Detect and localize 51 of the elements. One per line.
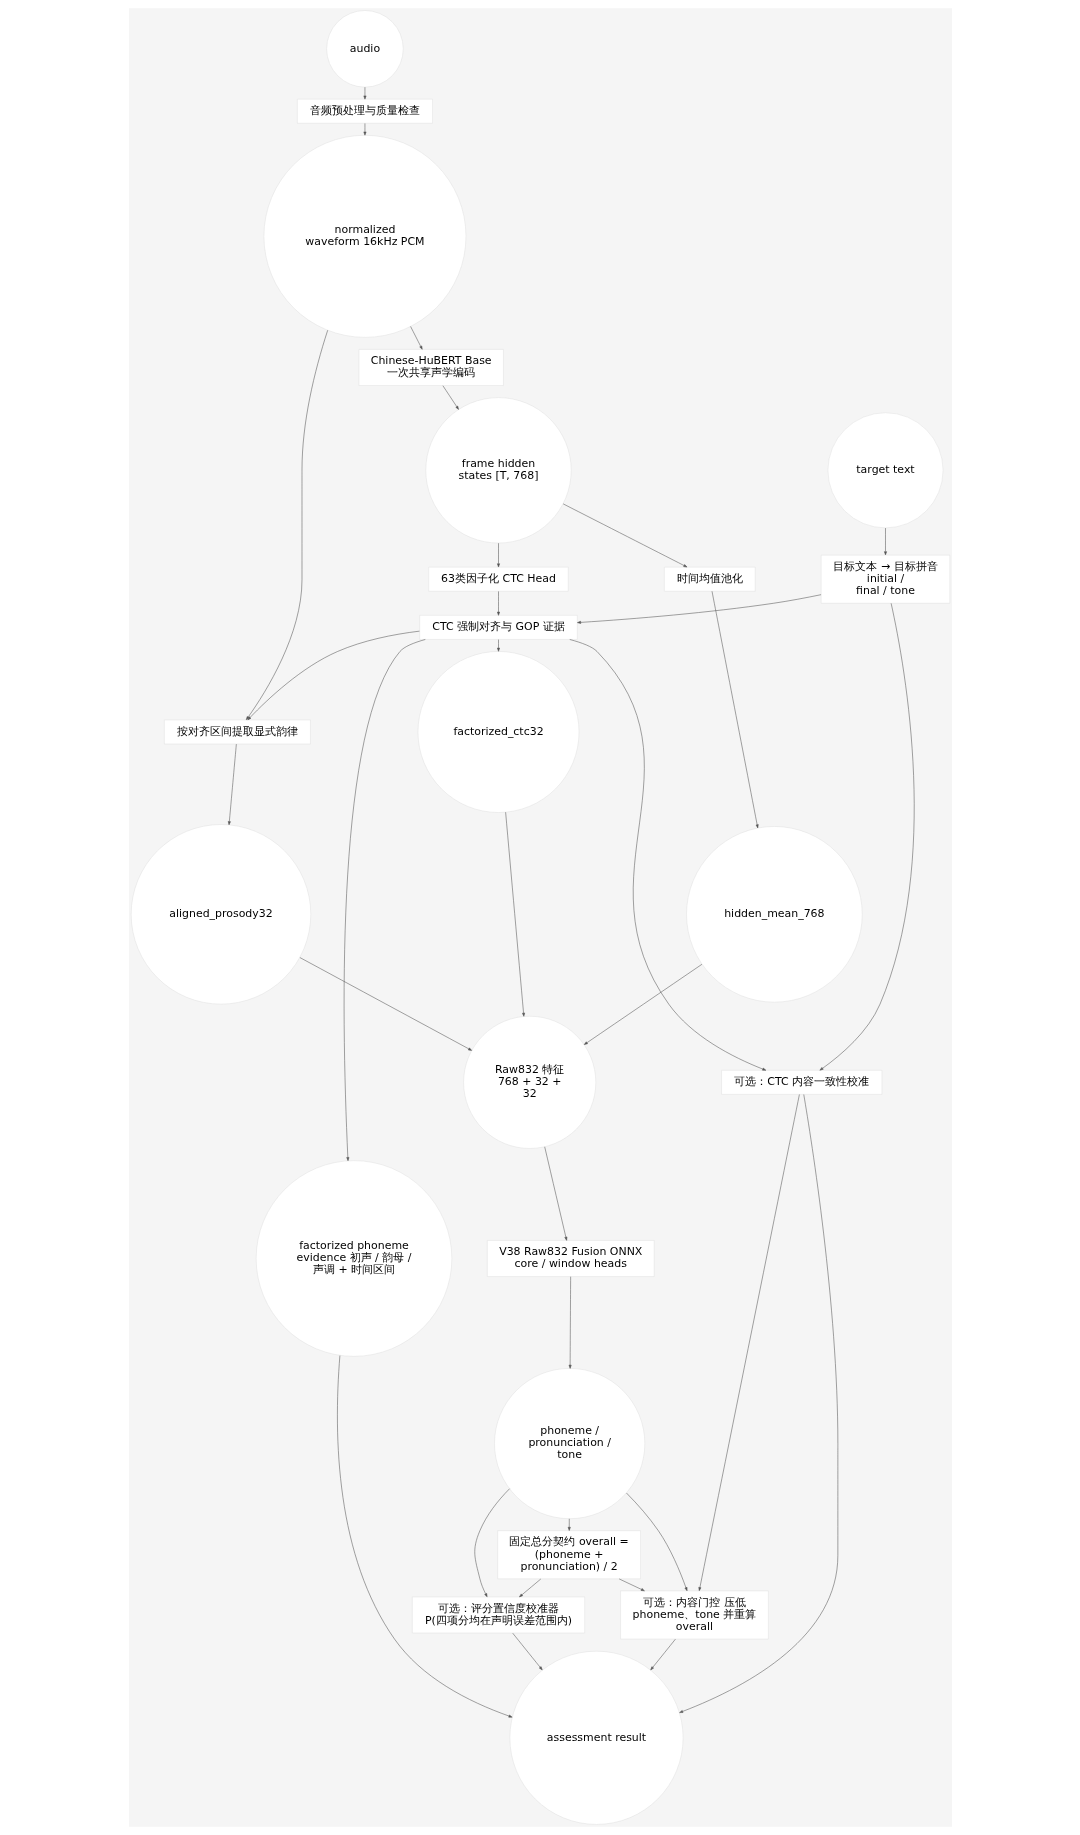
arrow (409, 326, 422, 350)
arrow (247, 630, 420, 721)
node-circle: aligned_prosody32 (130, 824, 311, 1005)
node-circle: phoneme / pronunciation / tone (493, 1368, 645, 1519)
arrow (618, 1578, 645, 1592)
arrow (474, 1488, 510, 1598)
node-circle: normalized waveform 16kHz PCM (263, 135, 466, 338)
node-circle: Raw832 特征 768 + 32 + 32 (462, 1015, 596, 1149)
arrow (567, 1518, 571, 1531)
arrow (576, 594, 821, 624)
arrow (363, 123, 366, 136)
node-circle: audio (325, 10, 404, 88)
arrow (568, 639, 766, 1071)
arrow (543, 1146, 567, 1241)
arrow (227, 743, 237, 826)
node-box: Chinese-HuBERT Base 一次共享声学编码 (358, 349, 504, 386)
arrow (511, 1632, 543, 1671)
node-box: 63类因子化 CTC Head (427, 566, 569, 592)
node-box: CTC 强制对齐与 GOP 证据 (418, 615, 578, 640)
arrow (562, 503, 687, 568)
node-box: 音频预处理与质量检查 (296, 98, 433, 124)
node-circle: factorized phoneme evidence 初声 / 韵母 / 声调 + 时间区间 (255, 1160, 452, 1357)
arrow (711, 591, 759, 829)
arrow (299, 957, 472, 1051)
node-box: V38 Raw832 Fusion ONNX core / window heads (486, 1240, 654, 1277)
node-circle: factorized_ctc32 (417, 651, 579, 813)
node-circle: frame hidden states [T, 768] (425, 397, 571, 544)
arrow (363, 86, 366, 100)
node-box: 可选：评分置信度校准器 P(四项分均在声明误差范围内) (411, 1596, 585, 1634)
arrow (819, 603, 914, 1071)
arrow (504, 811, 525, 1017)
arrow (336, 1355, 512, 1718)
arrow (245, 329, 328, 721)
arrow (649, 1638, 676, 1671)
node-box: 固定总分契约 overall = (phoneme + pronunciation) / 2 (496, 1530, 641, 1580)
node-box: 目标文本 → 目标拼音 initial / final / tone (820, 554, 950, 604)
arrow (442, 385, 459, 410)
arrow (518, 1578, 541, 1598)
node-box: 可选：CTC 内容一致性校准 (720, 1070, 882, 1095)
arrow (496, 591, 500, 616)
arrow (343, 639, 426, 1161)
arrow (678, 1094, 838, 1713)
arrow (698, 1094, 800, 1592)
arrow (625, 1492, 687, 1592)
arrow (568, 1276, 572, 1369)
node-circle: target text (827, 412, 943, 529)
arrow (883, 527, 887, 556)
arrow (496, 639, 500, 652)
arrow (496, 542, 500, 568)
node-box: 按对齐区间提取显式韵律 (163, 719, 311, 745)
arrow (583, 964, 702, 1045)
